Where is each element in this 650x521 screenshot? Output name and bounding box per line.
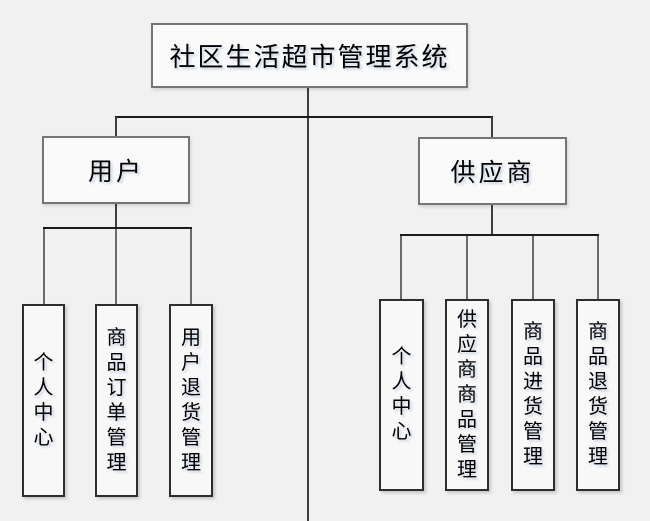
root-node-label: 社区生活超市管理系统: [169, 42, 450, 72]
leaf-supplier-purchase-management: 商 品 进 货 管 理: [511, 299, 555, 491]
leaf-supplier-return-management-label: 商 品 退 货 管 理: [588, 321, 608, 468]
connector-root-spine: [307, 88, 309, 521]
connector-user-drop-2: [115, 229, 117, 305]
connector-supplier-stem: [491, 205, 493, 236]
connector-supplier-bar: [400, 234, 599, 236]
connector-drop-supplier: [491, 117, 493, 138]
leaf-supplier-product-management: 供 应 商 商 品 管 理: [445, 299, 489, 491]
connector-user-bar: [43, 227, 192, 229]
branch-node-supplier: 供应商: [418, 137, 567, 205]
connector-user-drop-3: [190, 229, 192, 305]
connector-supplier-drop-3: [532, 236, 534, 299]
connector-supplier-drop-1: [400, 236, 402, 299]
leaf-user-personal-center: 个 人 中 心: [22, 304, 65, 497]
connector-user-drop-1: [43, 229, 45, 305]
connector-supplier-drop-4: [597, 236, 599, 299]
leaf-user-return-management-label: 用 户 退 货 管 理: [181, 326, 201, 474]
branch-node-user-label: 用户: [87, 158, 144, 186]
leaf-user-order-management-label: 商 品 订 单 管 理: [106, 326, 127, 474]
leaf-user-return-management: 用 户 退 货 管 理: [169, 304, 213, 497]
leaf-supplier-purchase-management-label: 商 品 进 货 管 理: [523, 321, 543, 468]
connector-level1-bar: [115, 116, 493, 118]
connector-drop-user: [115, 117, 117, 137]
leaf-supplier-personal-center: 个 人 中 心: [379, 299, 424, 491]
connector-supplier-drop-2: [466, 236, 468, 299]
leaf-user-personal-center-label: 个 人 中 心: [33, 351, 54, 449]
branch-node-user: 用户: [42, 136, 190, 204]
leaf-user-order-management: 商 品 订 单 管 理: [95, 304, 138, 497]
connector-user-stem: [115, 204, 117, 229]
branch-node-supplier-label: 供应商: [450, 159, 535, 187]
leaf-supplier-personal-center-label: 个 人 中 心: [391, 346, 412, 443]
root-node: 社区生活超市管理系统: [151, 23, 468, 88]
leaf-supplier-return-management: 商 品 退 货 管 理: [576, 299, 620, 491]
leaf-supplier-product-management-label: 供 应 商 商 品 管 理: [457, 308, 477, 481]
